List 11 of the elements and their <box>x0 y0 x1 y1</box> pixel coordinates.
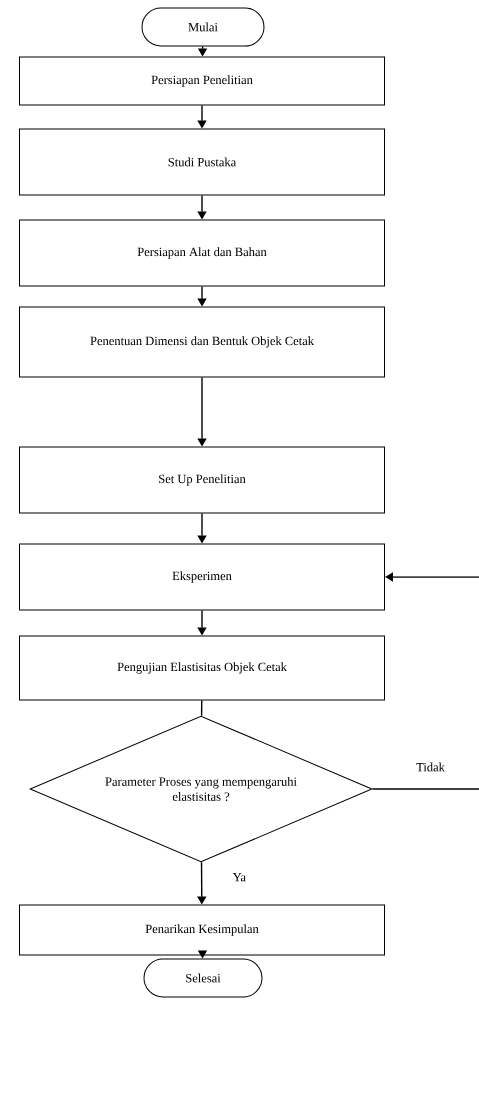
process-box: Persiapan Penelitian <box>19 56 385 106</box>
edge-label: Tidak <box>416 762 445 772</box>
process-box: Eksperimen <box>19 543 385 611</box>
edge-label: Ya <box>232 873 246 882</box>
process-box: Set Up Penelitian <box>19 446 385 514</box>
process-box: Studi Pustaka <box>19 128 385 196</box>
process-box: Pengujian Elastisitas Objek Cetak <box>19 635 385 701</box>
process-box: Persiapan Alat dan Bahan <box>19 219 385 287</box>
process-box: Penarikan Kesimpulan <box>19 904 385 956</box>
arrow <box>385 572 479 582</box>
process-box: Penentuan Dimensi dan Bentuk Objek Cetak <box>19 306 385 378</box>
